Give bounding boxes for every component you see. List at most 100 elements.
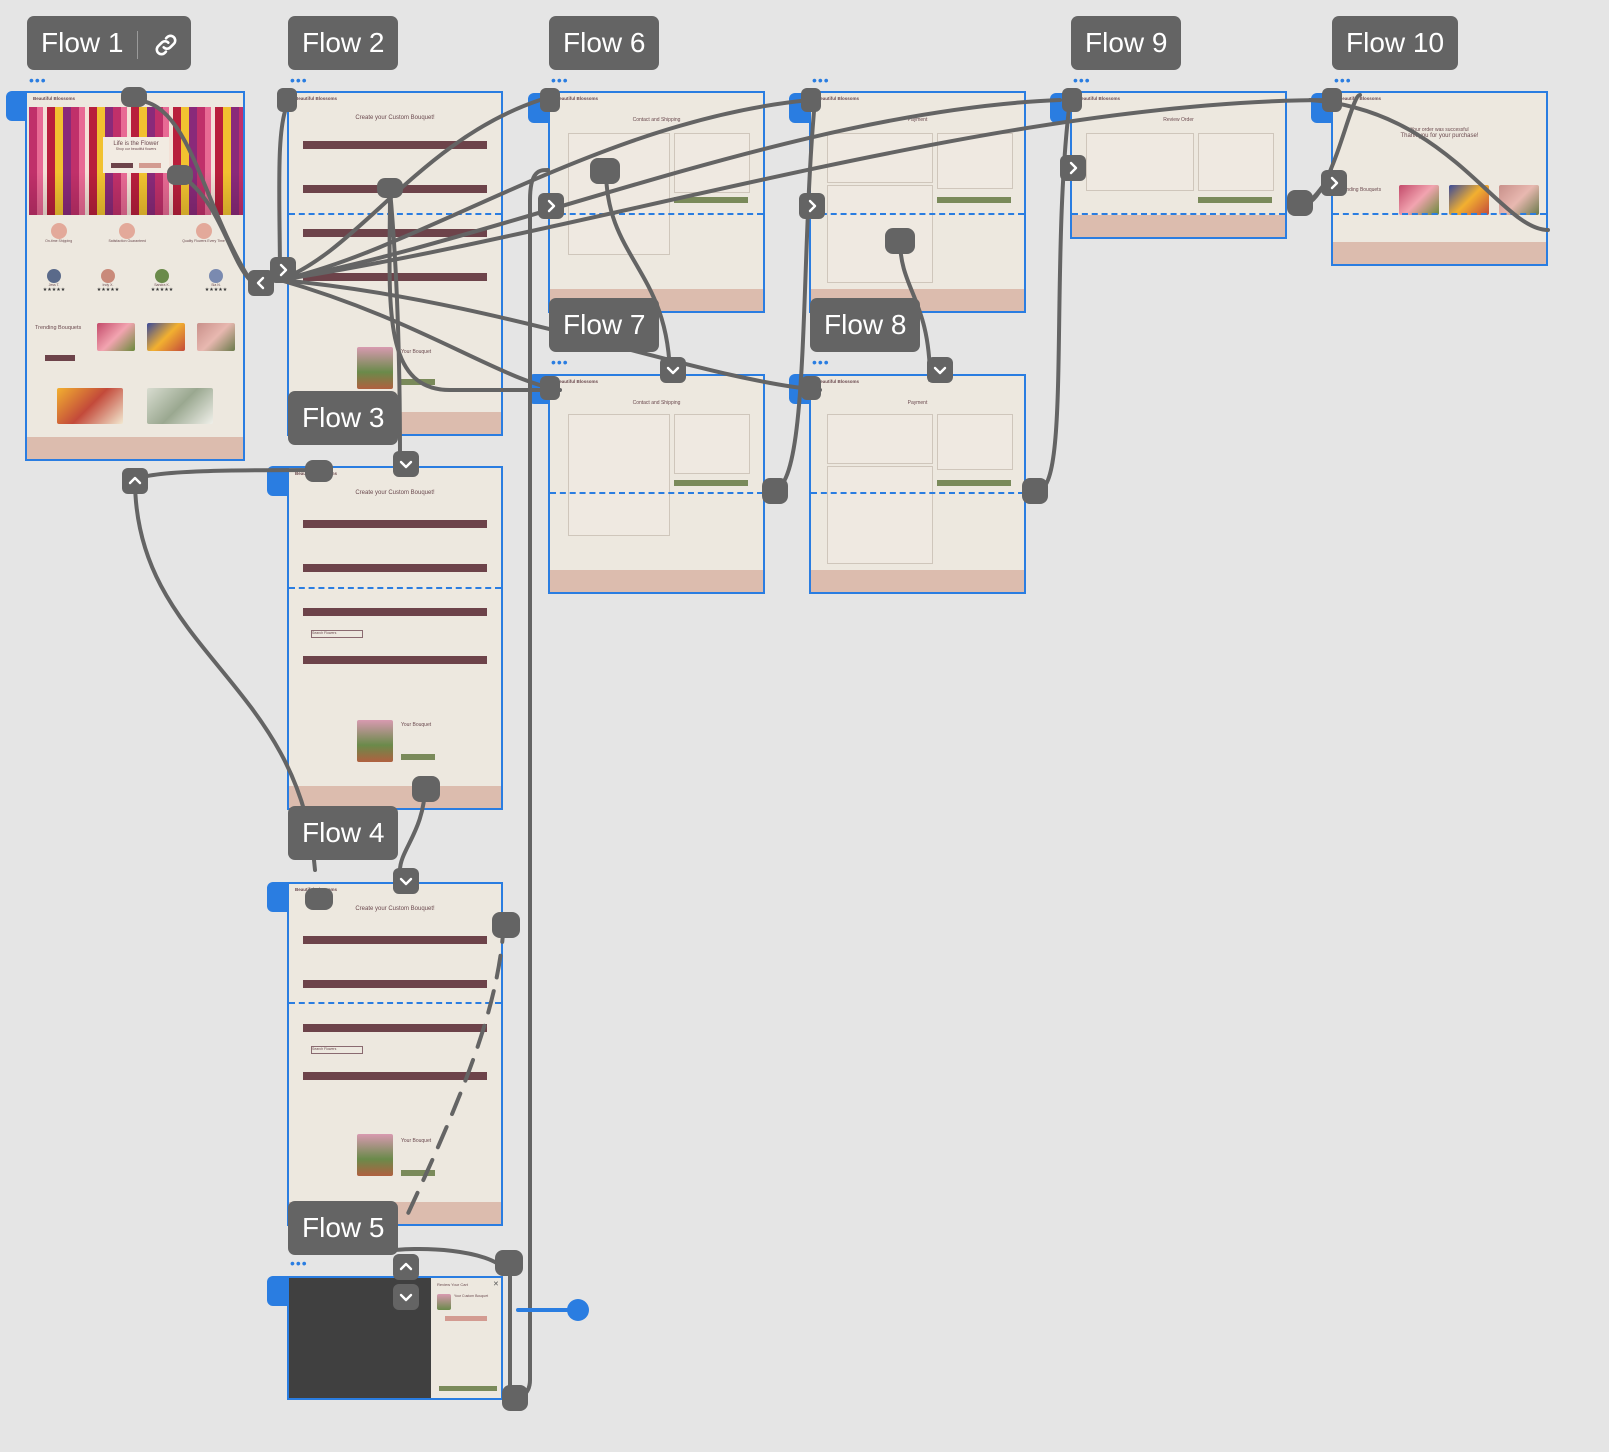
frame-cart-overlay[interactable]: Review Your Cart ✕ Your Custom Bouquet <box>287 1276 503 1400</box>
brand-logo[interactable]: Beautiful Blossoms <box>1339 96 1382 101</box>
wedding-bouquets-image[interactable] <box>57 388 123 424</box>
flow-1-label[interactable]: Flow 1 <box>27 16 191 70</box>
bouquet-thumb[interactable] <box>1399 185 1439 215</box>
brand-logo[interactable]: Beautiful Blossoms <box>295 96 338 101</box>
section-extras-bar[interactable] <box>303 1072 487 1080</box>
close-icon[interactable]: ✕ <box>493 1281 499 1288</box>
frame-customize-flow-2[interactable]: Beautiful Blossoms Create your Custom Bo… <box>287 91 503 436</box>
frame-contact-shipping-flow-7[interactable]: Beautiful Blossoms Contact and Shipping <box>548 374 765 594</box>
chevron-down-icon[interactable] <box>393 451 419 477</box>
section-container-bar[interactable] <box>303 980 487 988</box>
continue-shopping-button[interactable] <box>445 1316 487 1321</box>
section-flowers-bar[interactable] <box>303 608 487 616</box>
search-flowers-input[interactable]: Search Flowers <box>311 630 363 638</box>
brand-logo[interactable]: Beautiful Blossoms <box>817 96 860 101</box>
chevron-down-icon[interactable] <box>393 1284 419 1310</box>
chevron-right-icon[interactable] <box>799 193 825 219</box>
chevron-down-icon[interactable] <box>393 868 419 894</box>
checkout-button[interactable] <box>439 1386 497 1391</box>
frame-menu-dots[interactable]: ••• <box>1073 72 1091 88</box>
customize-button[interactable] <box>139 163 161 168</box>
section-container-bar[interactable] <box>303 185 487 193</box>
brand-logo[interactable]: Beautiful Blossoms <box>295 887 338 892</box>
flow-start-tab[interactable] <box>267 466 287 496</box>
frame-menu-dots[interactable]: ••• <box>812 354 830 370</box>
chevron-right-icon[interactable] <box>1321 170 1347 196</box>
brand-logo[interactable]: Beautiful Blossoms <box>817 379 860 384</box>
shipping-form[interactable] <box>568 414 670 536</box>
frame-menu-dots[interactable]: ••• <box>29 72 47 88</box>
chevron-down-icon[interactable] <box>660 357 686 383</box>
bouquet-thumb[interactable] <box>1499 185 1539 215</box>
section-extras-bar[interactable] <box>303 656 487 664</box>
place-order-button[interactable] <box>1198 197 1272 203</box>
add-to-cart-button[interactable] <box>401 1170 435 1176</box>
search-flowers-input[interactable]: Search Flowers <box>311 1046 363 1054</box>
flow-start-tab[interactable] <box>789 93 809 123</box>
section-size-bar[interactable] <box>303 936 487 944</box>
chevron-down-icon[interactable] <box>927 357 953 383</box>
brand-logo[interactable]: Beautiful Blossoms <box>556 96 599 101</box>
frame-menu-dots[interactable]: ••• <box>290 72 308 88</box>
continue-button[interactable] <box>937 480 1011 486</box>
frame-menu-dots[interactable]: ••• <box>1334 72 1352 88</box>
frame-customize-flow-3[interactable]: Beautiful Blossoms Create your Custom Bo… <box>287 466 503 810</box>
flow-start-tab[interactable] <box>1311 93 1331 123</box>
chevron-right-icon[interactable] <box>270 257 296 283</box>
flow-3-label[interactable]: Flow 3 <box>288 391 399 445</box>
chevron-left-icon[interactable] <box>248 270 274 296</box>
flow-8-label[interactable]: Flow 8 <box>810 298 921 352</box>
continue-button[interactable] <box>937 197 1011 203</box>
shop-all-button[interactable] <box>45 355 75 361</box>
flow-4-label[interactable]: Flow 4 <box>288 806 399 860</box>
payment-form[interactable] <box>827 185 933 283</box>
chevron-up-icon[interactable] <box>393 1254 419 1280</box>
flow-9-label[interactable]: Flow 9 <box>1071 16 1182 70</box>
frame-confirmation-flow-10[interactable]: Beautiful Blossoms Your order was succes… <box>1331 91 1548 266</box>
shop-now-button[interactable] <box>111 163 133 168</box>
add-to-cart-button[interactable] <box>401 754 435 760</box>
bridesmaid-bouquets-image[interactable] <box>147 388 213 424</box>
frame-menu-dots[interactable]: ••• <box>551 354 569 370</box>
section-flowers-bar[interactable] <box>303 1024 487 1032</box>
frame-menu-dots[interactable]: ••• <box>290 1255 308 1271</box>
continue-button[interactable] <box>674 480 748 486</box>
bouquet-thumb[interactable] <box>147 323 185 351</box>
continue-button[interactable] <box>674 197 748 203</box>
frame-payment-flow-8[interactable]: Beautiful Blossoms Payment <box>809 374 1026 594</box>
flow-6-label[interactable]: Flow 6 <box>549 16 660 70</box>
link-icon[interactable] <box>152 27 180 58</box>
brand-logo[interactable]: Beautiful Blossoms <box>295 471 338 476</box>
section-size-bar[interactable] <box>303 141 487 149</box>
brand-logo[interactable]: Beautiful Blossoms <box>33 96 76 101</box>
frame-menu-dots[interactable]: ••• <box>551 72 569 88</box>
flow-start-tab[interactable] <box>6 91 26 121</box>
section-flowers-bar[interactable] <box>303 229 487 237</box>
section-container-bar[interactable] <box>303 564 487 572</box>
flow-5-label[interactable]: Flow 5 <box>288 1201 399 1255</box>
flow-7-label[interactable]: Flow 7 <box>549 298 660 352</box>
chevron-right-icon[interactable] <box>538 193 564 219</box>
flow-2-label[interactable]: Flow 2 <box>288 16 399 70</box>
flow-10-label[interactable]: Flow 10 <box>1332 16 1459 70</box>
brand-logo[interactable]: Beautiful Blossoms <box>1078 96 1121 101</box>
payment-form[interactable] <box>827 466 933 564</box>
section-extras-bar[interactable] <box>303 273 487 281</box>
frame-home[interactable]: Beautiful Blossoms Life is the Flower Sh… <box>25 91 245 461</box>
frame-review-order-flow-9[interactable]: Beautiful Blossoms Review Order <box>1070 91 1287 239</box>
frame-contact-shipping-flow-6[interactable]: Beautiful Blossoms Contact and Shipping <box>548 91 765 313</box>
frame-menu-dots[interactable]: ••• <box>812 72 830 88</box>
bouquet-thumb[interactable] <box>1449 185 1489 215</box>
frame-payment-flow-8-top[interactable]: Beautiful Blossoms Payment <box>809 91 1026 313</box>
flow-start-tab[interactable] <box>789 374 809 404</box>
flow-start-tab[interactable] <box>1050 93 1070 123</box>
chevron-right-icon[interactable] <box>1060 155 1086 181</box>
frame-customize-flow-4[interactable]: Beautiful Blossoms Create your Custom Bo… <box>287 882 503 1226</box>
chevron-up-icon[interactable] <box>122 468 148 494</box>
add-to-cart-button[interactable] <box>401 379 435 385</box>
flow-start-tab[interactable] <box>528 374 548 404</box>
brand-logo[interactable]: Beautiful Blossoms <box>556 379 599 384</box>
flow-start-tab[interactable] <box>267 1276 287 1306</box>
bouquet-thumb[interactable] <box>97 323 135 351</box>
shipping-form[interactable] <box>568 133 670 255</box>
